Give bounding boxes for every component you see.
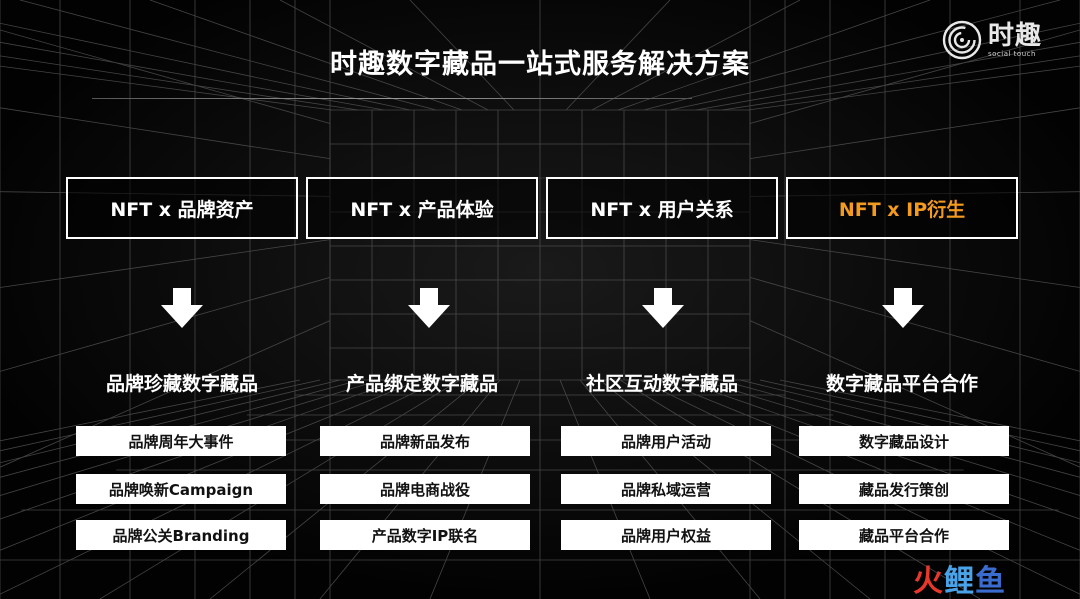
watermark-logo: 火 鲤 鱼 (913, 556, 1006, 599)
list-item: 品牌用户权益 (561, 520, 771, 550)
list-item: 品牌公关Branding (76, 520, 286, 550)
column-user-relations: NFT x 用户关系 社区互动数字藏品 品牌用户活动 品牌私域运营 品牌用户权益 (546, 0, 778, 599)
brand-name-en: social touch (988, 49, 1036, 58)
list-item: 品牌唤新Campaign (76, 474, 286, 504)
watermark-char: 鱼 (975, 564, 1006, 599)
arrow-down-icon (882, 288, 924, 328)
column-header: NFT x 产品体验 (306, 177, 538, 239)
list-item: 品牌新品发布 (320, 426, 530, 456)
column-subtitle: 品牌珍藏数字藏品 (105, 373, 258, 395)
list-item: 数字藏品设计 (799, 426, 1009, 456)
column-subtitle: 数字藏品平台合作 (825, 373, 978, 395)
list-item: 品牌周年大事件 (76, 426, 286, 456)
page-title: 时趣数字藏品一站式服务解决方案 (330, 49, 750, 80)
list-item: 品牌用户活动 (561, 426, 771, 456)
column-brand-assets: NFT x 品牌资产 品牌珍藏数字藏品 品牌周年大事件 品牌唤新Campaign… (66, 0, 298, 599)
column-subtitle: 社区互动数字藏品 (585, 373, 738, 395)
list-item: 品牌私域运营 (561, 474, 771, 504)
column-header: NFT x 品牌资产 (66, 177, 298, 239)
arrow-down-icon (408, 288, 450, 328)
list-item: 藏品发行策创 (799, 474, 1009, 504)
column-product-experience: NFT x 产品体验 产品绑定数字藏品 品牌新品发布 品牌电商战役 产品数字IP… (306, 0, 538, 599)
arrow-down-icon (161, 288, 203, 328)
watermark-char: 鲤 (944, 564, 975, 599)
list-item: 品牌电商战役 (320, 474, 530, 504)
list-item: 藏品平台合作 (799, 520, 1009, 550)
brand-logo: 时趣 social touch (942, 18, 1052, 62)
list-item: 产品数字IP联名 (320, 520, 530, 550)
column-header: NFT x 用户关系 (546, 177, 778, 239)
watermark-char: 火 (913, 564, 944, 599)
column-header-highlighted: NFT x IP衍生 (786, 177, 1018, 239)
brand-name-cn: 时趣 (988, 20, 1043, 51)
arrow-down-icon (642, 288, 684, 328)
spiral-logo-icon (942, 20, 982, 60)
title-divider (92, 98, 692, 99)
column-ip-derivatives: NFT x IP衍生 数字藏品平台合作 数字藏品设计 藏品发行策创 藏品平台合作 (786, 0, 1018, 599)
column-subtitle: 产品绑定数字藏品 (345, 373, 498, 395)
